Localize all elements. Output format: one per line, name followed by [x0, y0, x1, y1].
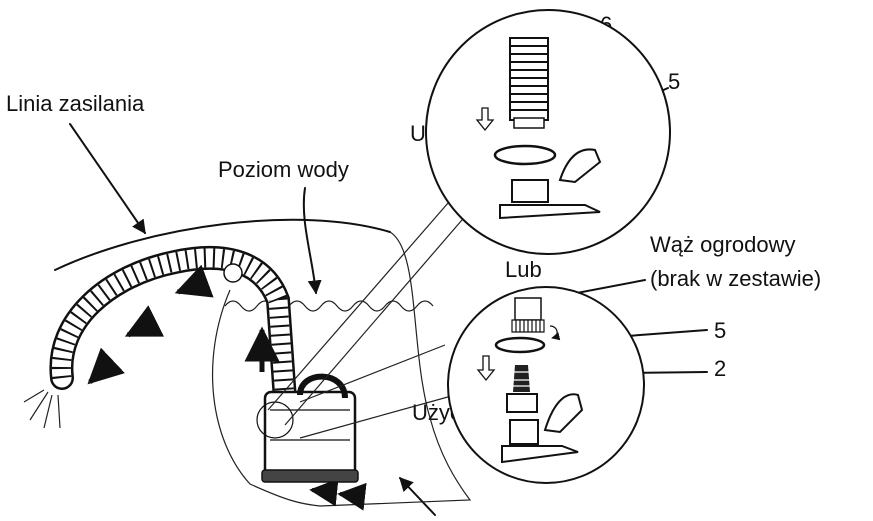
- power-line-label: Linia zasilania: [6, 91, 145, 116]
- callout-5-top: 5: [668, 69, 680, 94]
- zoom-connectors: [267, 194, 469, 439]
- water-spray: [23, 389, 61, 429]
- callout-5-bottom: 5: [714, 318, 726, 343]
- or-label: Lub: [505, 257, 542, 282]
- pump-handle: [297, 373, 348, 399]
- water-level-leader: [302, 187, 322, 295]
- callout-2: 2: [714, 356, 726, 381]
- garden-hose-end: [514, 297, 542, 321]
- water-surface-wave: [224, 300, 434, 312]
- zoom-detail-bottom: [447, 286, 645, 484]
- pump-handle-detail-bottom: [543, 393, 584, 434]
- discharge-hose: [23, 245, 297, 429]
- nut-part-5-top: [493, 144, 557, 166]
- adapter-part-2: [513, 365, 530, 392]
- water-level-label: Poziom wody: [218, 157, 349, 182]
- flow-arrows: [87, 264, 367, 511]
- pump-handle-detail-top: [558, 148, 602, 184]
- container-left-wall: [211, 289, 321, 507]
- submersible-pump: [256, 373, 359, 483]
- power-cable: [54, 218, 391, 271]
- container-right-wall: [319, 231, 472, 507]
- garden-hose-label: Wąż ogrodowy: [650, 232, 796, 257]
- bottom-leader: [399, 476, 436, 516]
- power-line-leader: [69, 123, 146, 235]
- hose-not-included-label: (brak w zestawie): [650, 266, 821, 291]
- zoom-detail-top: [425, 9, 671, 255]
- hose-clip: [223, 263, 243, 283]
- nut-part-5-bottom: [494, 336, 546, 354]
- down-arrow-bottom: [476, 355, 496, 382]
- water-container: [54, 218, 472, 507]
- down-arrow-top: [475, 107, 495, 132]
